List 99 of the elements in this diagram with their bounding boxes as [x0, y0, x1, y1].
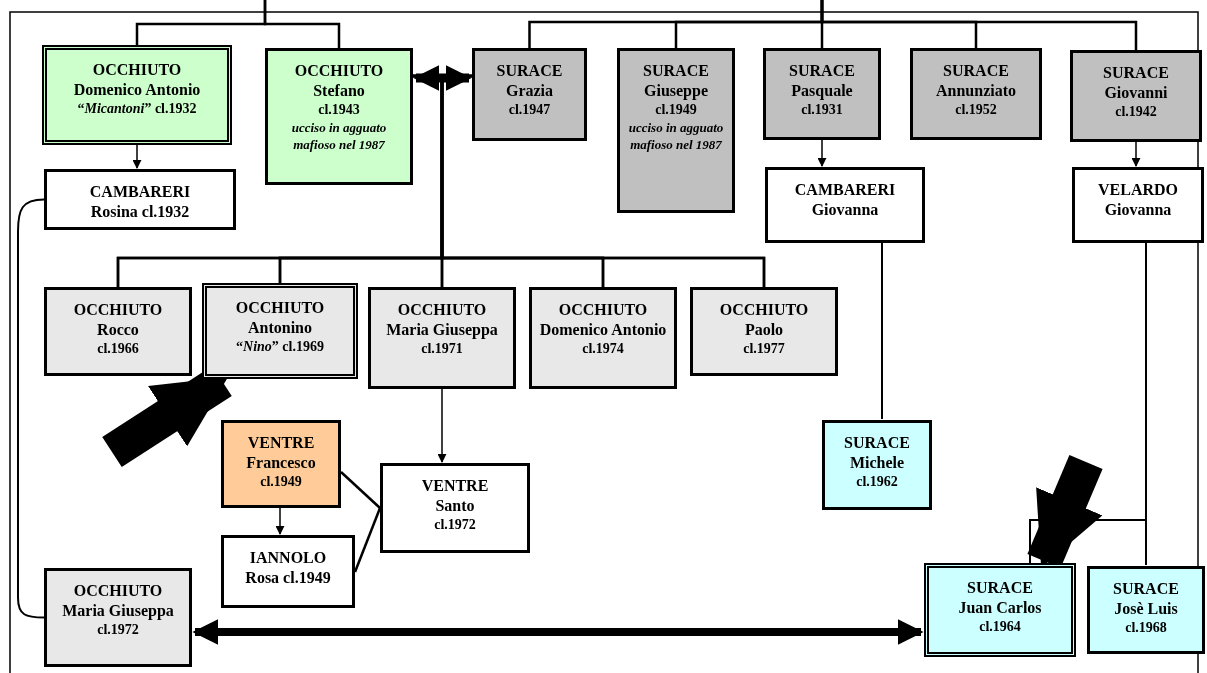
- name-text: cl.1952: [955, 101, 997, 119]
- name-text: “Micantoni” cl.1932: [77, 100, 197, 118]
- name-text: Pasquale: [791, 81, 853, 101]
- name-text: cl.1972: [97, 621, 139, 639]
- surname-text: CAMBARERI: [794, 180, 896, 200]
- name-text: Paolo: [744, 320, 784, 340]
- name-text: Josè Luis: [1114, 599, 1178, 619]
- person-box: [617, 48, 735, 213]
- note-text: ucciso in agguato mafioso nel 1987: [627, 119, 725, 153]
- surname-text: SURACE: [943, 61, 1009, 81]
- name-text: Domenico Antonio: [73, 80, 201, 100]
- person-box: [202, 283, 358, 379]
- surname-text: OCCHIUTO: [397, 300, 487, 320]
- person-box: [221, 535, 355, 608]
- person-box: [44, 287, 192, 376]
- name-text: cl.1972: [434, 516, 476, 534]
- person-box: [42, 45, 232, 145]
- person-box: [44, 568, 192, 667]
- surname-text: OCCHIUTO: [294, 61, 384, 81]
- person-box: [44, 169, 236, 230]
- name-text: Rosa cl.1949: [245, 568, 331, 588]
- surname-text: IANNOLO: [249, 548, 327, 568]
- surname-text: SURACE: [1113, 579, 1179, 599]
- connector-line: [820, 0, 1138, 50]
- name-text: cl.1949: [260, 473, 302, 491]
- arrow: [413, 65, 472, 91]
- name-text: Giovanni: [1104, 83, 1168, 103]
- name-text: Antonino: [248, 318, 312, 338]
- surname-text: CAMBARERI: [89, 182, 191, 202]
- name-text: cl.1949: [655, 101, 697, 119]
- person-box: [910, 48, 1042, 140]
- person-box: [924, 563, 1076, 657]
- surname-text: VENTRE: [247, 433, 315, 453]
- person-box: [765, 167, 925, 243]
- name-text: cl.1974: [582, 340, 624, 358]
- name-text: Giuseppe: [644, 81, 708, 101]
- name-text: Rosina cl.1932: [90, 202, 190, 222]
- surname-text: VENTRE: [421, 476, 489, 496]
- person-box: [690, 287, 838, 376]
- connector-line: [17, 198, 45, 619]
- person-box: [380, 463, 530, 553]
- connector-line: [353, 507, 382, 573]
- name-text: Juan Carlos: [958, 598, 1042, 618]
- name-text: cl.1931: [801, 101, 843, 119]
- surname-text: SURACE: [789, 61, 855, 81]
- name-text: “Nino” cl.1969: [236, 338, 324, 356]
- name-text: cl.1968: [1125, 619, 1167, 637]
- surname-text: SURACE: [496, 61, 563, 81]
- person-box: [1072, 167, 1204, 243]
- surname-text: VELARDO: [1098, 180, 1178, 200]
- name-text: cl.1943: [318, 101, 360, 119]
- arrow: [132, 144, 142, 169]
- person-box: [1087, 566, 1205, 654]
- person-box: [265, 48, 413, 185]
- surname-text: SURACE: [844, 433, 910, 453]
- person-box: [472, 48, 587, 141]
- arrow: [817, 139, 827, 167]
- surname-text: OCCHIUTO: [73, 300, 163, 320]
- person-box: [1070, 50, 1202, 142]
- name-text: cl.1947: [508, 101, 551, 119]
- name-text: cl.1977: [743, 340, 785, 358]
- name-text: Maria Giuseppa: [62, 601, 174, 621]
- name-text: Grazia: [505, 81, 554, 101]
- name-text: cl.1962: [856, 473, 898, 491]
- arrow: [437, 388, 447, 463]
- arrow: [275, 507, 285, 535]
- name-text: Rocco: [97, 320, 139, 340]
- connector-line: [881, 242, 883, 420]
- surname-text: OCCHIUTO: [558, 300, 648, 320]
- person-box: [763, 48, 881, 140]
- name-text: Domenico Antonio: [539, 320, 667, 340]
- person-box: [822, 420, 932, 510]
- surname-text: OCCHIUTO: [92, 60, 182, 80]
- arrow: [1131, 141, 1141, 167]
- note-text: ucciso in agguato mafioso nel 1987: [290, 119, 388, 153]
- name-text: Annunziato: [936, 81, 1016, 101]
- name-text: Michele: [849, 453, 905, 473]
- name-text: cl.1964: [979, 618, 1021, 636]
- name-text: Maria Giuseppa: [386, 320, 498, 340]
- name-text: Santo: [435, 496, 475, 516]
- surname-text: OCCHIUTO: [73, 581, 163, 601]
- surname-text: SURACE: [643, 61, 709, 81]
- person-box: [368, 287, 516, 389]
- name-text: Stefano: [313, 81, 365, 101]
- name-text: Giovanna: [1104, 200, 1172, 220]
- surname-text: SURACE: [967, 578, 1033, 598]
- connector-line: [340, 471, 381, 509]
- surname-text: SURACE: [1103, 63, 1169, 83]
- name-text: Giovanna: [811, 200, 879, 220]
- person-box: [529, 287, 677, 389]
- person-box: [221, 420, 341, 508]
- arrow: [192, 619, 924, 645]
- name-text: Francesco: [246, 453, 316, 473]
- surname-text: OCCHIUTO: [719, 300, 809, 320]
- connector-line: [263, 0, 341, 48]
- surname-text: OCCHIUTO: [235, 298, 325, 318]
- name-text: cl.1971: [421, 340, 463, 358]
- name-text: cl.1942: [1115, 103, 1157, 121]
- name-text: cl.1966: [97, 340, 139, 358]
